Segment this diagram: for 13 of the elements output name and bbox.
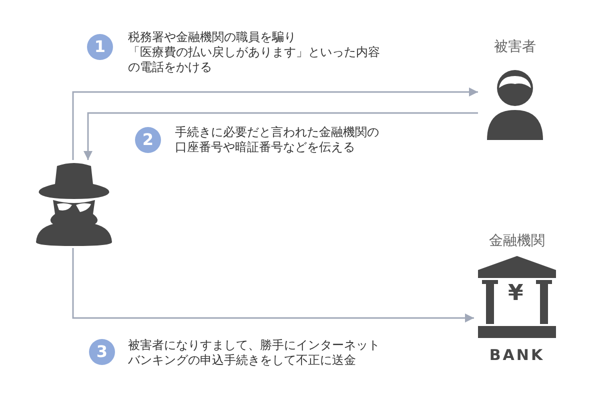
edge-label: 手続きに必要だと言われた金融機関の口座番号や暗証番号などを伝える xyxy=(175,125,379,155)
edge-label: 被害者になりすまして、勝手にインターネットバンキングの申込手続きをして不正に送金 xyxy=(128,338,380,368)
currency-symbol: ¥ xyxy=(508,282,524,306)
arrow xyxy=(72,248,474,322)
step-number: 2 xyxy=(135,127,161,153)
step-number: 1 xyxy=(87,34,113,60)
edge-label: 税務署や金融機関の職員を騙り「医療費の払い戻しがあります」といった内容の電話をかける xyxy=(128,30,380,75)
node-label: 被害者 xyxy=(493,38,537,56)
bank-label: BANK xyxy=(488,346,546,364)
step-number: 3 xyxy=(89,339,115,365)
node-label: 金融機関 xyxy=(488,232,546,250)
arrow xyxy=(72,88,478,160)
arrow xyxy=(84,112,478,160)
